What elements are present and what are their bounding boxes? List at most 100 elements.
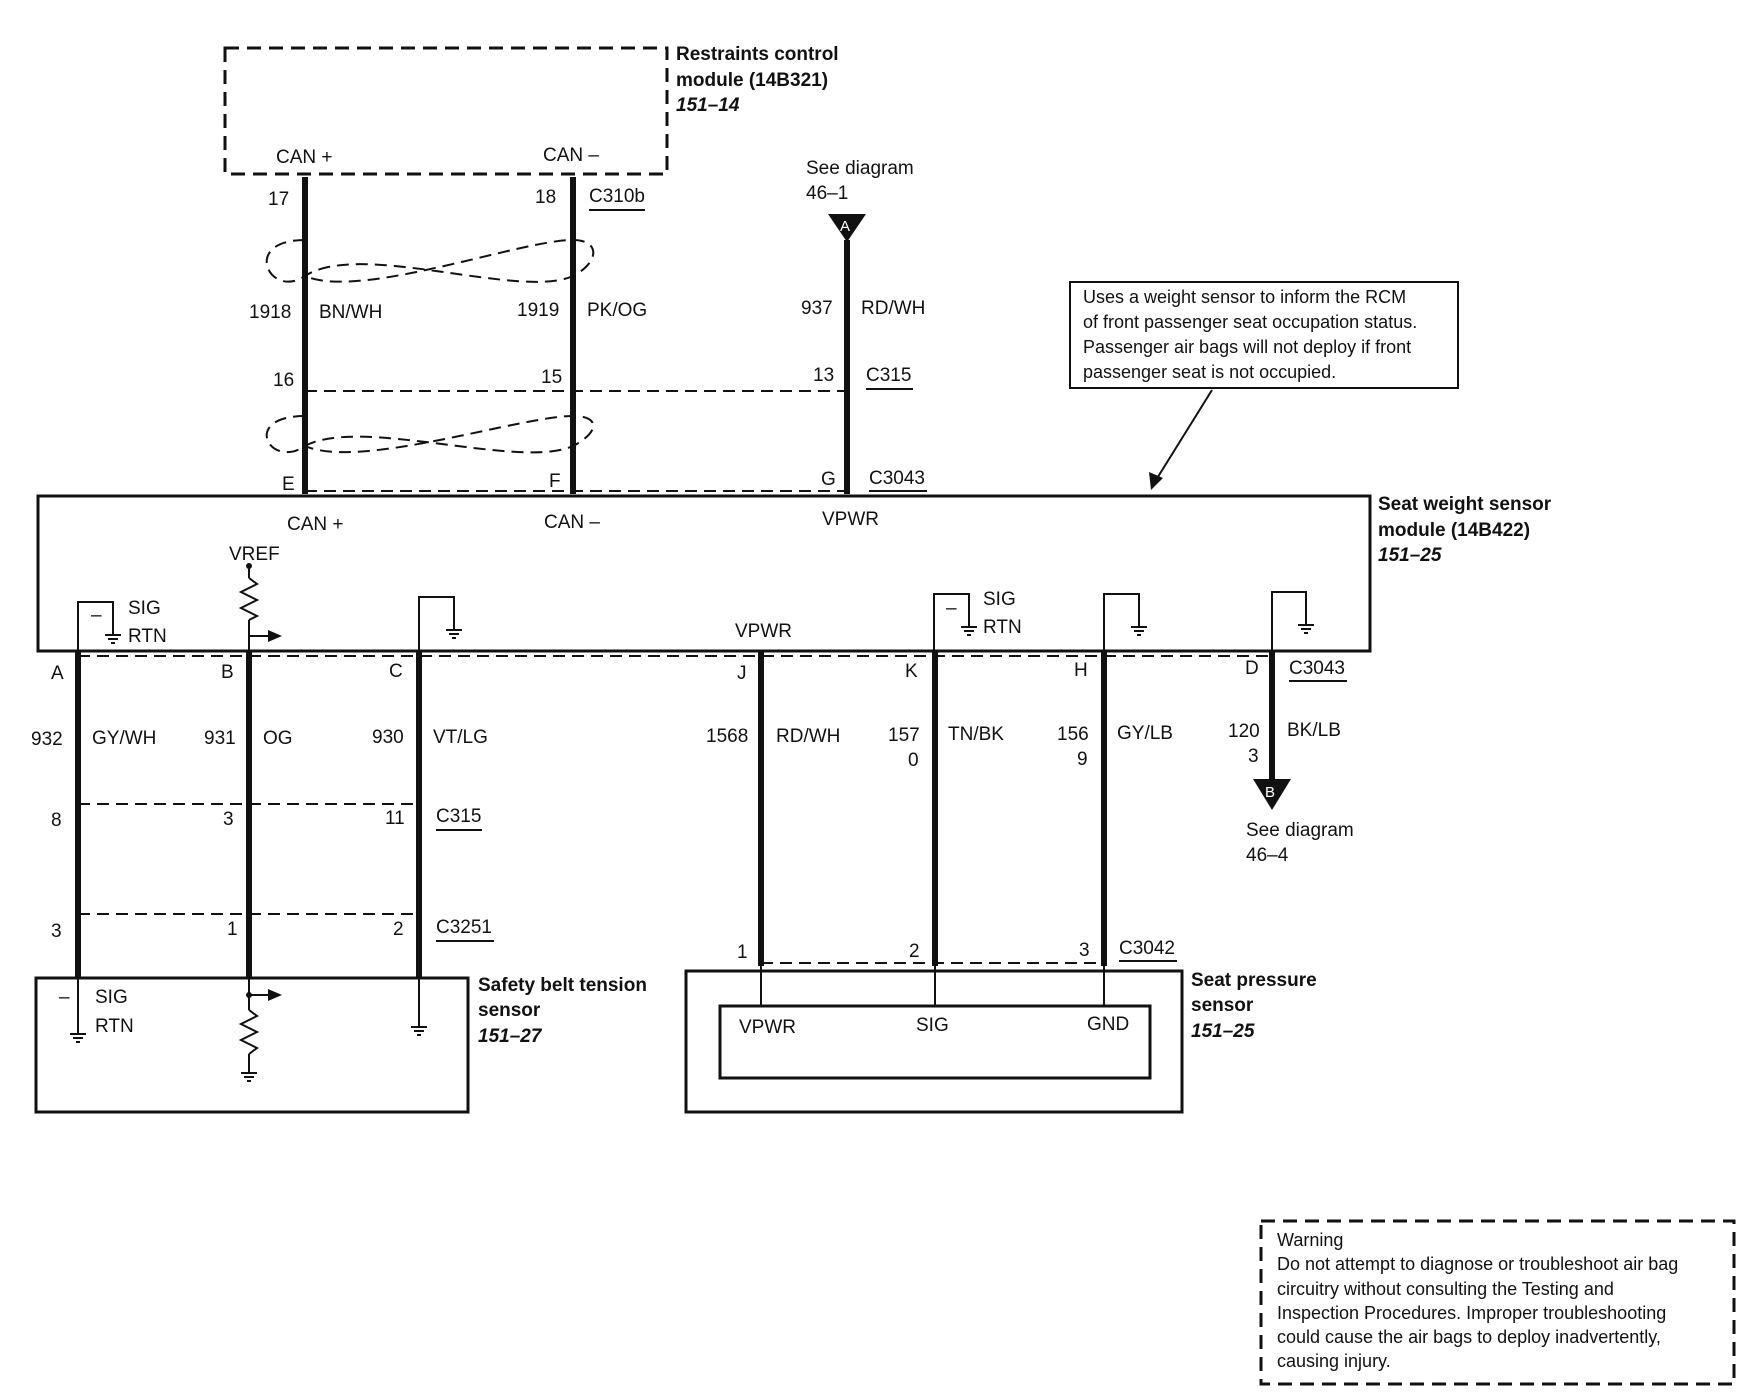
pin-2-c3251: 2	[393, 919, 404, 940]
ground-icon	[960, 617, 978, 636]
callout-line-1: Uses a weight sensor to inform the RCM	[1083, 287, 1406, 307]
sps-vpwr: VPWR	[739, 1017, 796, 1038]
see-diagram-b-text: See diagram	[1246, 820, 1354, 841]
color-rd-wh-top: RD/WH	[861, 298, 925, 319]
connector-c3043-top: C3043	[869, 468, 925, 489]
callout-arrow-icon	[1149, 472, 1163, 490]
vpwr-top-wire: See diagram 46–1 A 937 RD/WH 13 C315 G C…	[801, 158, 927, 494]
swsm-title-2: module (14B422)	[1378, 520, 1530, 541]
circuit-157-suffix: 0	[908, 750, 919, 771]
arrow-b-icon	[1253, 779, 1291, 810]
warning-line-1: Do not attempt to diagnose or troublesho…	[1277, 1254, 1678, 1274]
can-twisted-pair-top: 17 18 C310b 1918 BN/WH 1919 PK/OG 16 15 …	[249, 177, 847, 495]
pin-1-c3251: 1	[227, 919, 238, 940]
color-og: OG	[263, 728, 293, 749]
color-gy-wh: GY/WH	[92, 728, 156, 749]
connector-c315-top: C315	[866, 365, 911, 386]
ground-wire-d: D C3043 120 3 BK/LB B See diagram 46–4	[1228, 651, 1354, 866]
circuit-1918: 1918	[249, 302, 291, 323]
sbts-minus: –	[59, 987, 70, 1008]
sbts-ref: 151–27	[478, 1026, 543, 1047]
pin-g: G	[821, 469, 836, 490]
swsm-can-minus: CAN –	[544, 512, 600, 533]
pin-2-c3042: 2	[909, 941, 920, 962]
circuit-932: 932	[31, 729, 63, 750]
pin-3-c3251: 3	[51, 921, 62, 942]
marker-a: A	[840, 218, 850, 235]
pin-16: 16	[273, 370, 294, 391]
pin-11: 11	[385, 808, 405, 829]
sps-ref: 151–25	[1191, 1021, 1255, 1042]
swsm-vpwr-bottom: VPWR	[735, 621, 792, 642]
connector-c3043-bottom: C3043	[1289, 658, 1345, 679]
pin-f: F	[549, 471, 561, 492]
connector-c3042: C3042	[1119, 938, 1175, 959]
circuit-120-suffix: 3	[1248, 746, 1259, 767]
sbts-title-2: sensor	[478, 1000, 541, 1021]
sbts-sig: SIG	[95, 987, 128, 1008]
pin-b: B	[221, 662, 234, 683]
color-vt-lg: VT/LG	[433, 727, 488, 748]
connector-c310b: C310b	[589, 186, 645, 207]
pin-18: 18	[535, 187, 556, 208]
pin-8: 8	[51, 810, 62, 831]
pin-a: A	[51, 663, 64, 684]
circuit-1919: 1919	[517, 300, 559, 321]
warning-line-5: causing injury.	[1277, 1351, 1391, 1371]
sbts-rtn: RTN	[95, 1016, 134, 1037]
arrow-a-icon	[828, 214, 866, 242]
sps-title-1: Seat pressure	[1191, 970, 1317, 991]
color-bn-wh: BN/WH	[319, 302, 382, 323]
ground-icon	[1130, 617, 1148, 636]
sps-title-2: sensor	[1191, 995, 1254, 1016]
see-diagram-b-ref: 46–4	[1246, 845, 1289, 866]
pin-15: 15	[541, 367, 562, 388]
callout-line-2: of front passenger seat occupation statu…	[1083, 312, 1417, 332]
seat-pressure-wires: J K H 1568 RD/WH 157 0 TN/BK 156 9 GY/LB…	[706, 651, 1177, 966]
pin-j: J	[737, 663, 747, 684]
swsm-can-plus: CAN +	[287, 514, 344, 535]
pin-h: H	[1074, 660, 1088, 681]
connector-c315-bottom: C315	[436, 806, 481, 827]
safety-belt-wires: A B C 932 GY/WH 931 OG 930 VT/LG 8 3 11 …	[31, 651, 494, 978]
sps-sig: SIG	[916, 1015, 949, 1036]
circuit-931: 931	[204, 728, 236, 749]
ground-icon	[104, 625, 122, 644]
see-diagram-a-text: See diagram	[806, 158, 914, 179]
warning-line-3: Inspection Procedures. Improper troubles…	[1277, 1303, 1666, 1323]
ground-icon	[445, 620, 463, 639]
circuit-1568: 1568	[706, 726, 748, 747]
circuit-930: 930	[372, 727, 404, 748]
pin-e: E	[282, 474, 295, 495]
seat-weight-sensor-module: Seat weight sensor module (14B422) 151–2…	[36, 494, 1552, 653]
warning-line-2: circuitry without consulting the Testing…	[1277, 1279, 1614, 1299]
circuit-156: 156	[1057, 724, 1089, 745]
ground-icon	[69, 1024, 87, 1043]
rcm-title-1: Restraints control	[676, 44, 839, 65]
seat-pressure-sensor: VPWR SIG GND Seat pressure sensor 151–25	[684, 966, 1317, 1114]
restraints-control-module: Restraints control module (14B321) 151–1…	[223, 44, 839, 176]
color-tn-bk: TN/BK	[948, 724, 1004, 745]
ground-icon	[1297, 615, 1315, 634]
sbts-title-1: Safety belt tension	[478, 975, 647, 996]
swsm-minus-2: –	[946, 598, 957, 619]
see-diagram-a-ref: 46–1	[806, 183, 848, 204]
color-rd-wh-bottom: RD/WH	[776, 726, 840, 747]
marker-b: B	[1265, 784, 1275, 801]
circuit-157: 157	[888, 725, 920, 746]
rcm-can-minus: CAN –	[543, 145, 599, 166]
circuit-156-suffix: 9	[1077, 749, 1088, 770]
sense-arrow-icon	[268, 989, 282, 1001]
sps-gnd: GND	[1087, 1014, 1129, 1035]
ground-icon	[410, 1017, 428, 1036]
pin-1-c3042: 1	[737, 942, 748, 963]
color-bk-lb: BK/LB	[1287, 720, 1341, 741]
circuit-937: 937	[801, 298, 833, 319]
swsm-ref: 151–25	[1378, 545, 1442, 566]
pin-3-c315: 3	[223, 809, 234, 830]
swsm-minus-1: –	[91, 605, 102, 626]
swsm-sig-2: SIG	[983, 589, 1016, 610]
circuit-120: 120	[1228, 721, 1260, 742]
pin-17: 17	[268, 189, 289, 210]
